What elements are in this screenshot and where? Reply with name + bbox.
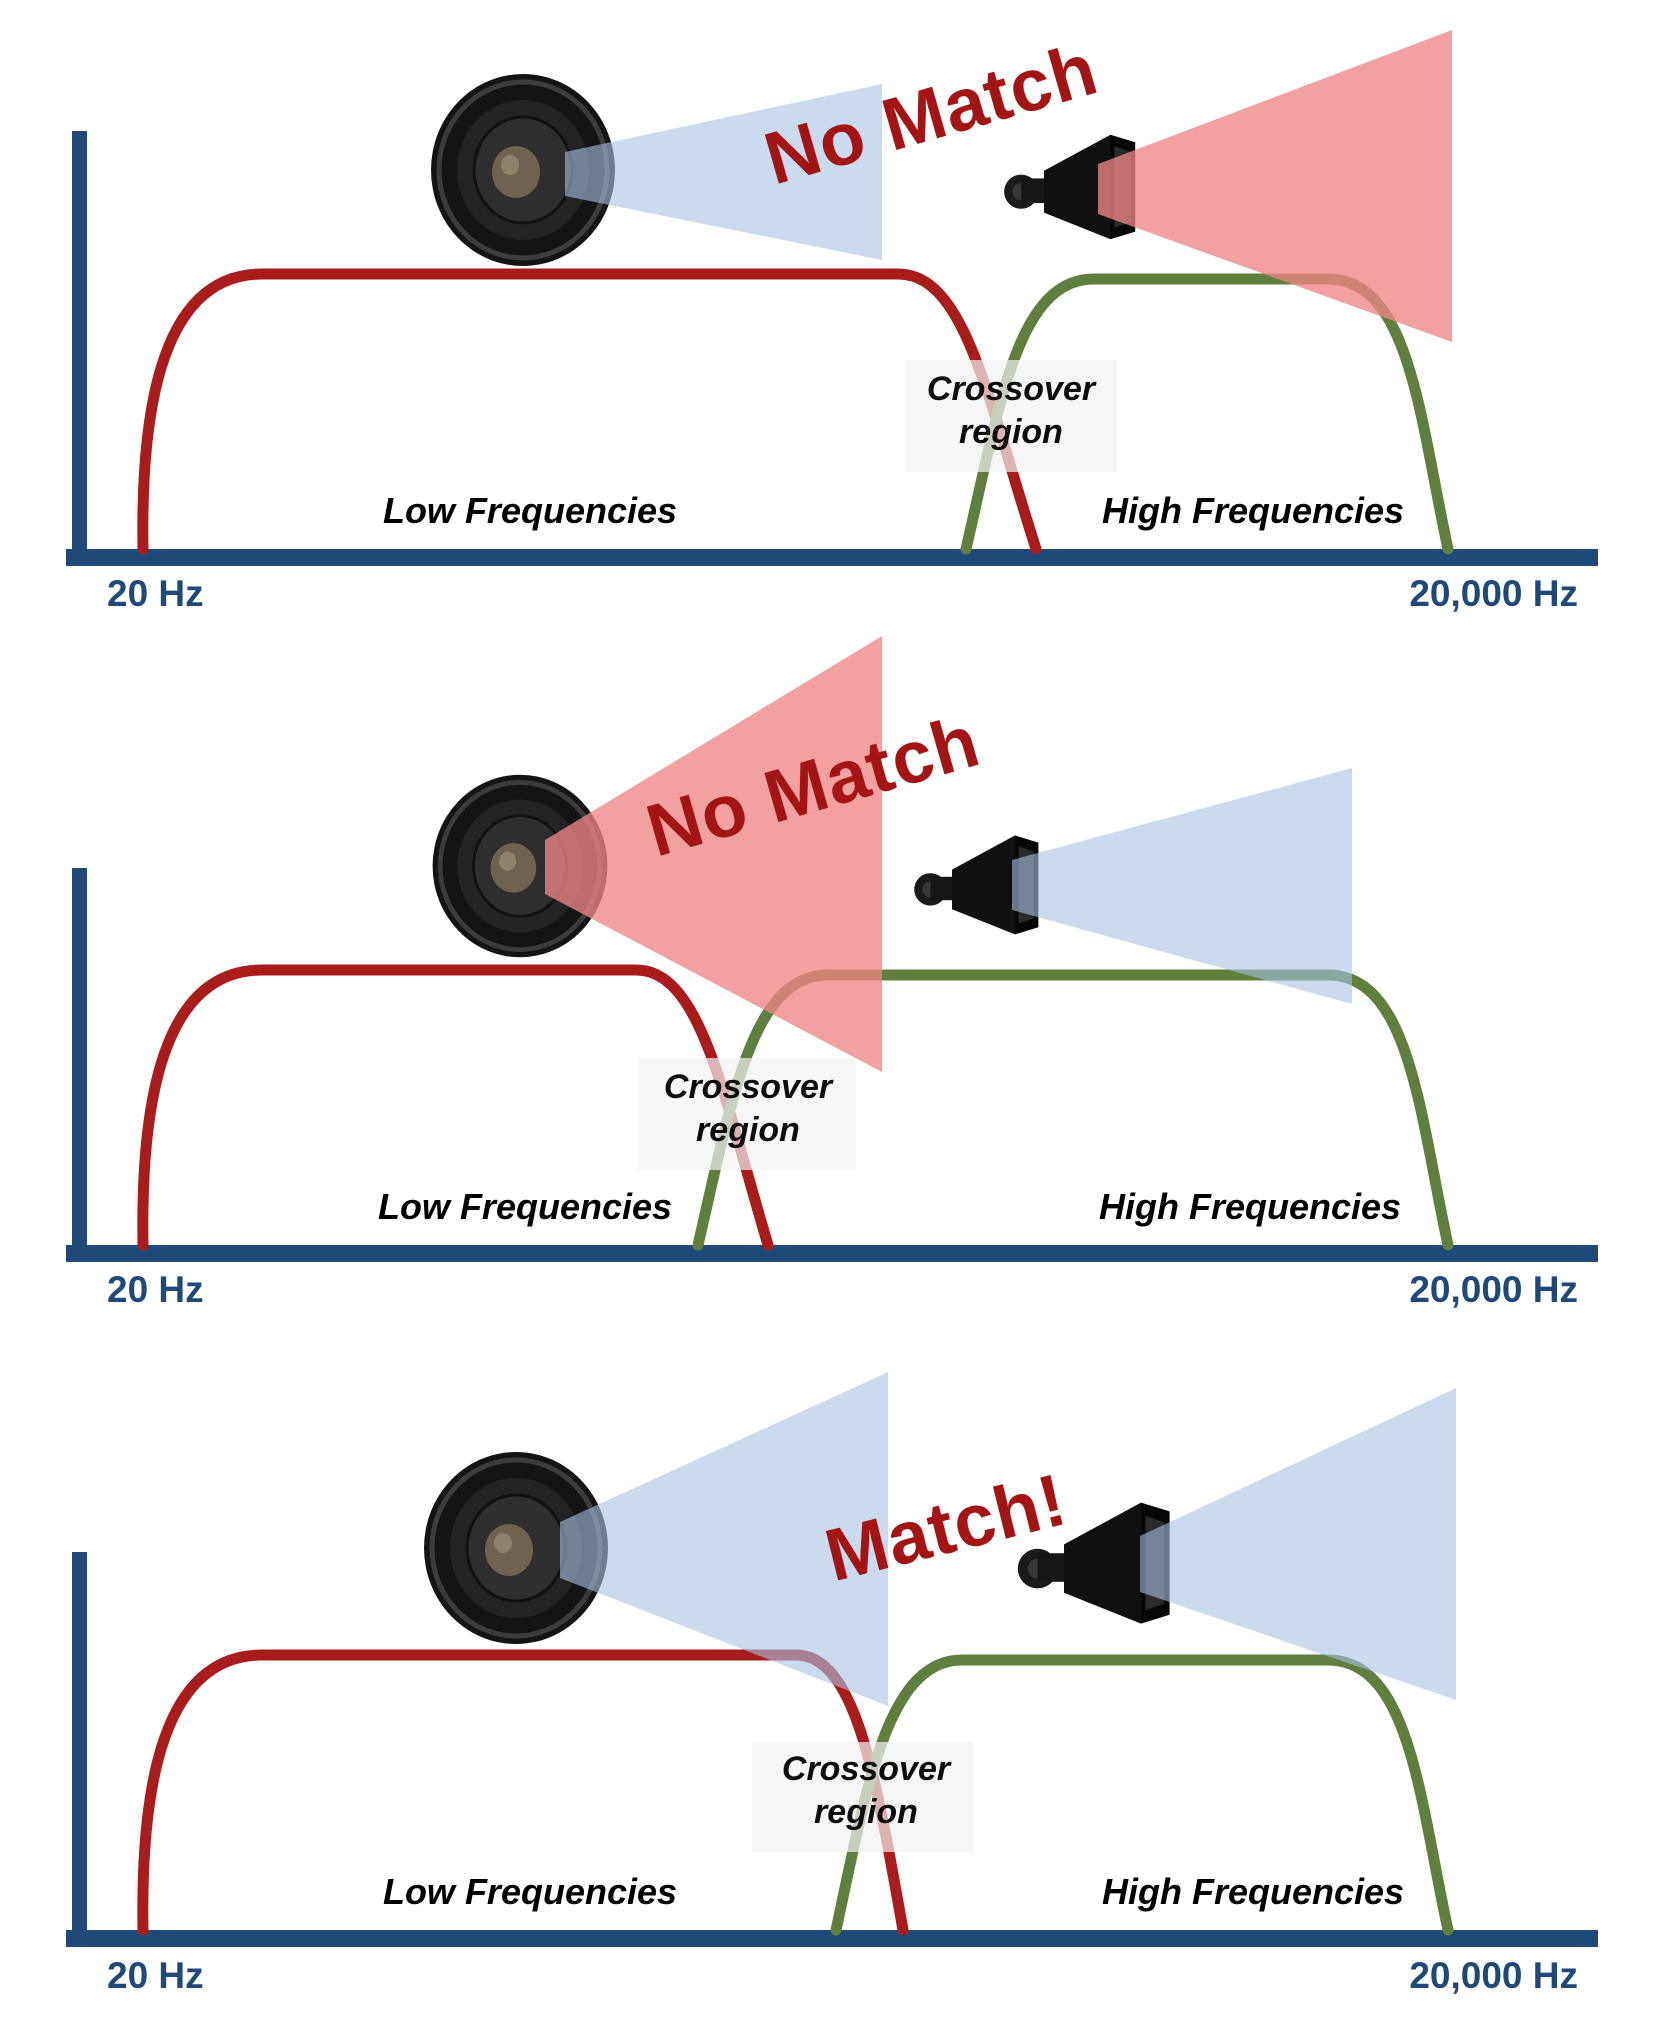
crossover-region-label-line1: Crossover xyxy=(664,1068,834,1106)
low-frequencies-label: Low Frequencies xyxy=(378,1186,672,1227)
y-axis xyxy=(72,131,87,557)
crossover-region-label-line1: Crossover xyxy=(782,1750,952,1788)
panel-middle: Crossover region Low Frequencies High Fr… xyxy=(66,636,1598,1310)
axis-left-label: 20 Hz xyxy=(107,1955,204,1996)
crossover-label-box xyxy=(905,360,1117,472)
high-frequencies-label: High Frequencies xyxy=(1099,1186,1401,1227)
y-axis xyxy=(72,868,87,1257)
x-axis xyxy=(66,549,1598,566)
woofer-beam xyxy=(560,1372,888,1706)
panel-bottom: Crossover region Low Frequencies High Fr… xyxy=(66,1372,1598,1996)
high-frequencies-label: High Frequencies xyxy=(1102,1871,1404,1912)
axis-right-label: 20,000 Hz xyxy=(1409,1269,1578,1310)
y-axis xyxy=(72,1552,87,1942)
crossover-region-label-line2: region xyxy=(696,1111,800,1149)
crossover-region-label-line2: region xyxy=(814,1793,918,1831)
crossover-label-box xyxy=(638,1058,856,1170)
high-frequencies-label: High Frequencies xyxy=(1102,490,1404,531)
panel-top: Crossover region Low Frequencies High Fr… xyxy=(66,27,1598,614)
horn-beam xyxy=(1098,30,1452,342)
horn-beam xyxy=(1140,1388,1456,1700)
axis-right-label: 20,000 Hz xyxy=(1409,1955,1578,1996)
crossover-region-label-line2: region xyxy=(959,413,1063,451)
woofer-beam xyxy=(545,636,882,1072)
horn-beam xyxy=(1012,768,1352,1004)
low-frequencies-label: Low Frequencies xyxy=(383,1871,677,1912)
low-frequencies-label: Low Frequencies xyxy=(383,490,677,531)
axis-left-label: 20 Hz xyxy=(107,1269,204,1310)
woofer-beam xyxy=(565,84,882,260)
x-axis xyxy=(66,1245,1598,1262)
x-axis xyxy=(66,1930,1598,1947)
axis-left-label: 20 Hz xyxy=(107,573,204,614)
crossover-label-box xyxy=(752,1742,974,1852)
crossover-region-label-line1: Crossover xyxy=(927,370,1097,408)
axis-right-label: 20,000 Hz xyxy=(1409,573,1578,614)
